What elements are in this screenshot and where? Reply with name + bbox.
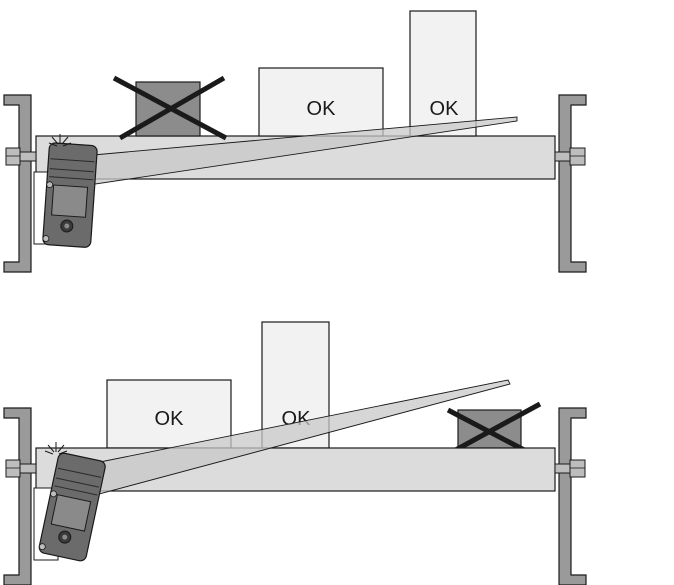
box-ok: OK [106,379,232,449]
bolt-right [554,459,586,478]
scene-bottom: OK OK [3,321,587,585]
bolt-left [5,147,37,166]
photoelectric-sensor [38,452,106,562]
bolt-right [554,147,586,166]
box-label: OK [155,408,185,430]
box-label: OK [307,98,337,120]
frame-bracket-left [3,94,32,273]
photoelectric-sensor [42,142,98,248]
box-rejected [446,401,542,455]
frame-bracket-left [3,407,32,585]
box-ok: OK [258,67,384,137]
box-label: OK [430,98,460,120]
scene-top: OK OK [3,10,587,273]
frame-bracket-right [558,407,587,585]
frame-bracket-right [558,94,587,273]
emitter-light-icon [44,442,68,455]
box-rejected [112,75,228,141]
bolt-left [5,459,37,478]
box-ok: OK [409,10,477,137]
emitter-light-icon [48,134,72,147]
